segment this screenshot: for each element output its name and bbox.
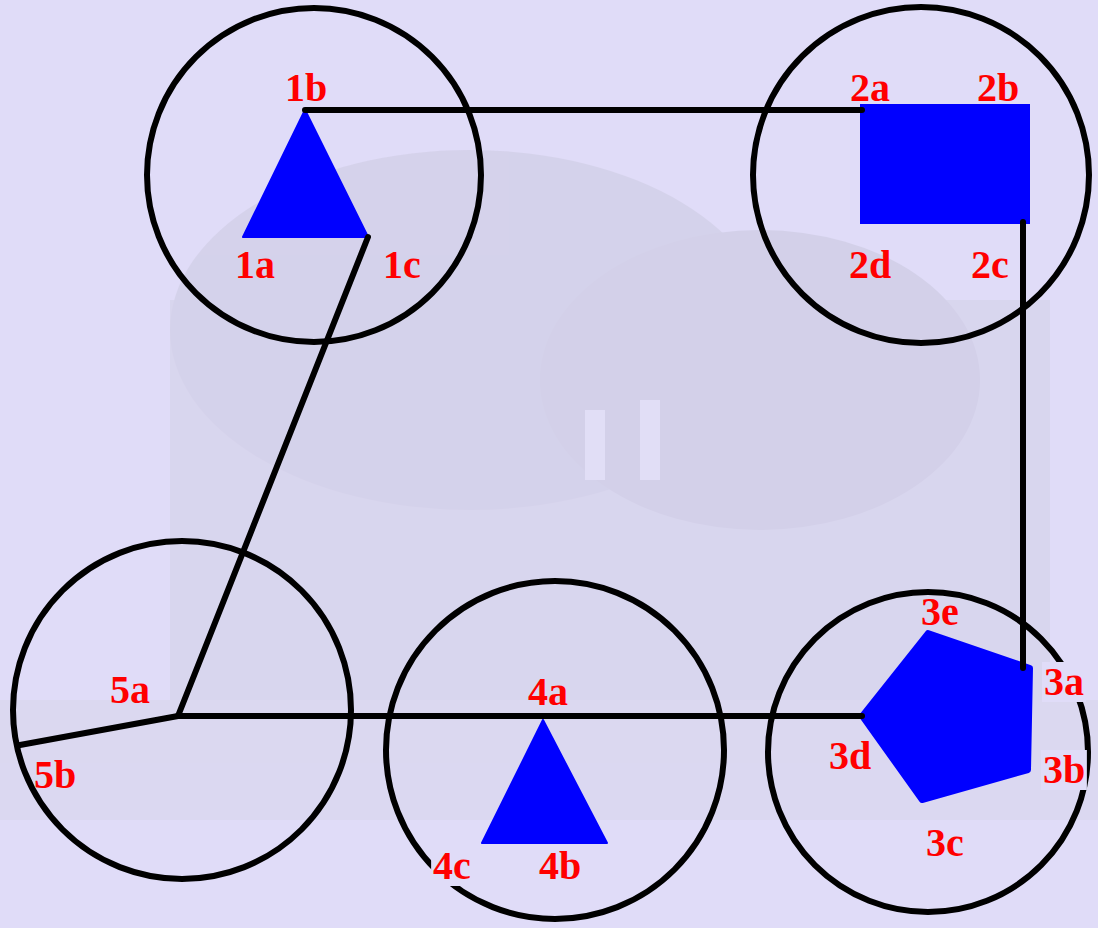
circle-region: 4a 4c 4b bbox=[383, 578, 727, 922]
vertex-label: 1a bbox=[235, 245, 275, 285]
vertex-label: 4a bbox=[528, 672, 568, 712]
vertex-label: 3c bbox=[926, 823, 964, 863]
vertex-label: 1c bbox=[383, 245, 421, 285]
connector-line bbox=[178, 713, 862, 719]
vertex-label: 2c bbox=[971, 245, 1009, 285]
vertex-label: 1b bbox=[285, 68, 327, 108]
vertex-label: 2b bbox=[977, 68, 1019, 108]
vertex-label: 4b bbox=[539, 846, 581, 886]
circle-region: 5a 5b bbox=[10, 538, 354, 882]
vertex-label: 4c bbox=[431, 846, 473, 886]
circle-region: 3e 3a 3d 3b 3c bbox=[765, 589, 1091, 915]
vertex-label: 5a bbox=[110, 670, 150, 710]
pentagon-shape bbox=[862, 633, 1030, 800]
spur-line bbox=[20, 716, 178, 745]
circle-region: 2a 2b 2d 2c bbox=[750, 4, 1092, 346]
connector-line bbox=[305, 107, 862, 113]
vertex-label: 2d bbox=[849, 245, 891, 285]
triangle-shape bbox=[482, 720, 607, 843]
vertex-label: 3a bbox=[1042, 662, 1086, 702]
vertex-label: 3b bbox=[1041, 750, 1087, 790]
circle-region: 1b 1a 1c bbox=[144, 5, 484, 345]
circle-outline bbox=[144, 5, 484, 345]
vertex-label: 3e bbox=[921, 592, 959, 632]
triangle-shape bbox=[243, 110, 368, 237]
square-shape bbox=[860, 104, 1030, 224]
vertex-label: 5b bbox=[34, 755, 76, 795]
circle-outline bbox=[750, 4, 1092, 346]
vertex-label: 2a bbox=[850, 68, 890, 108]
connector-line bbox=[1020, 222, 1026, 668]
vertex-label: 3d bbox=[829, 736, 871, 776]
circle-outline bbox=[10, 538, 354, 882]
